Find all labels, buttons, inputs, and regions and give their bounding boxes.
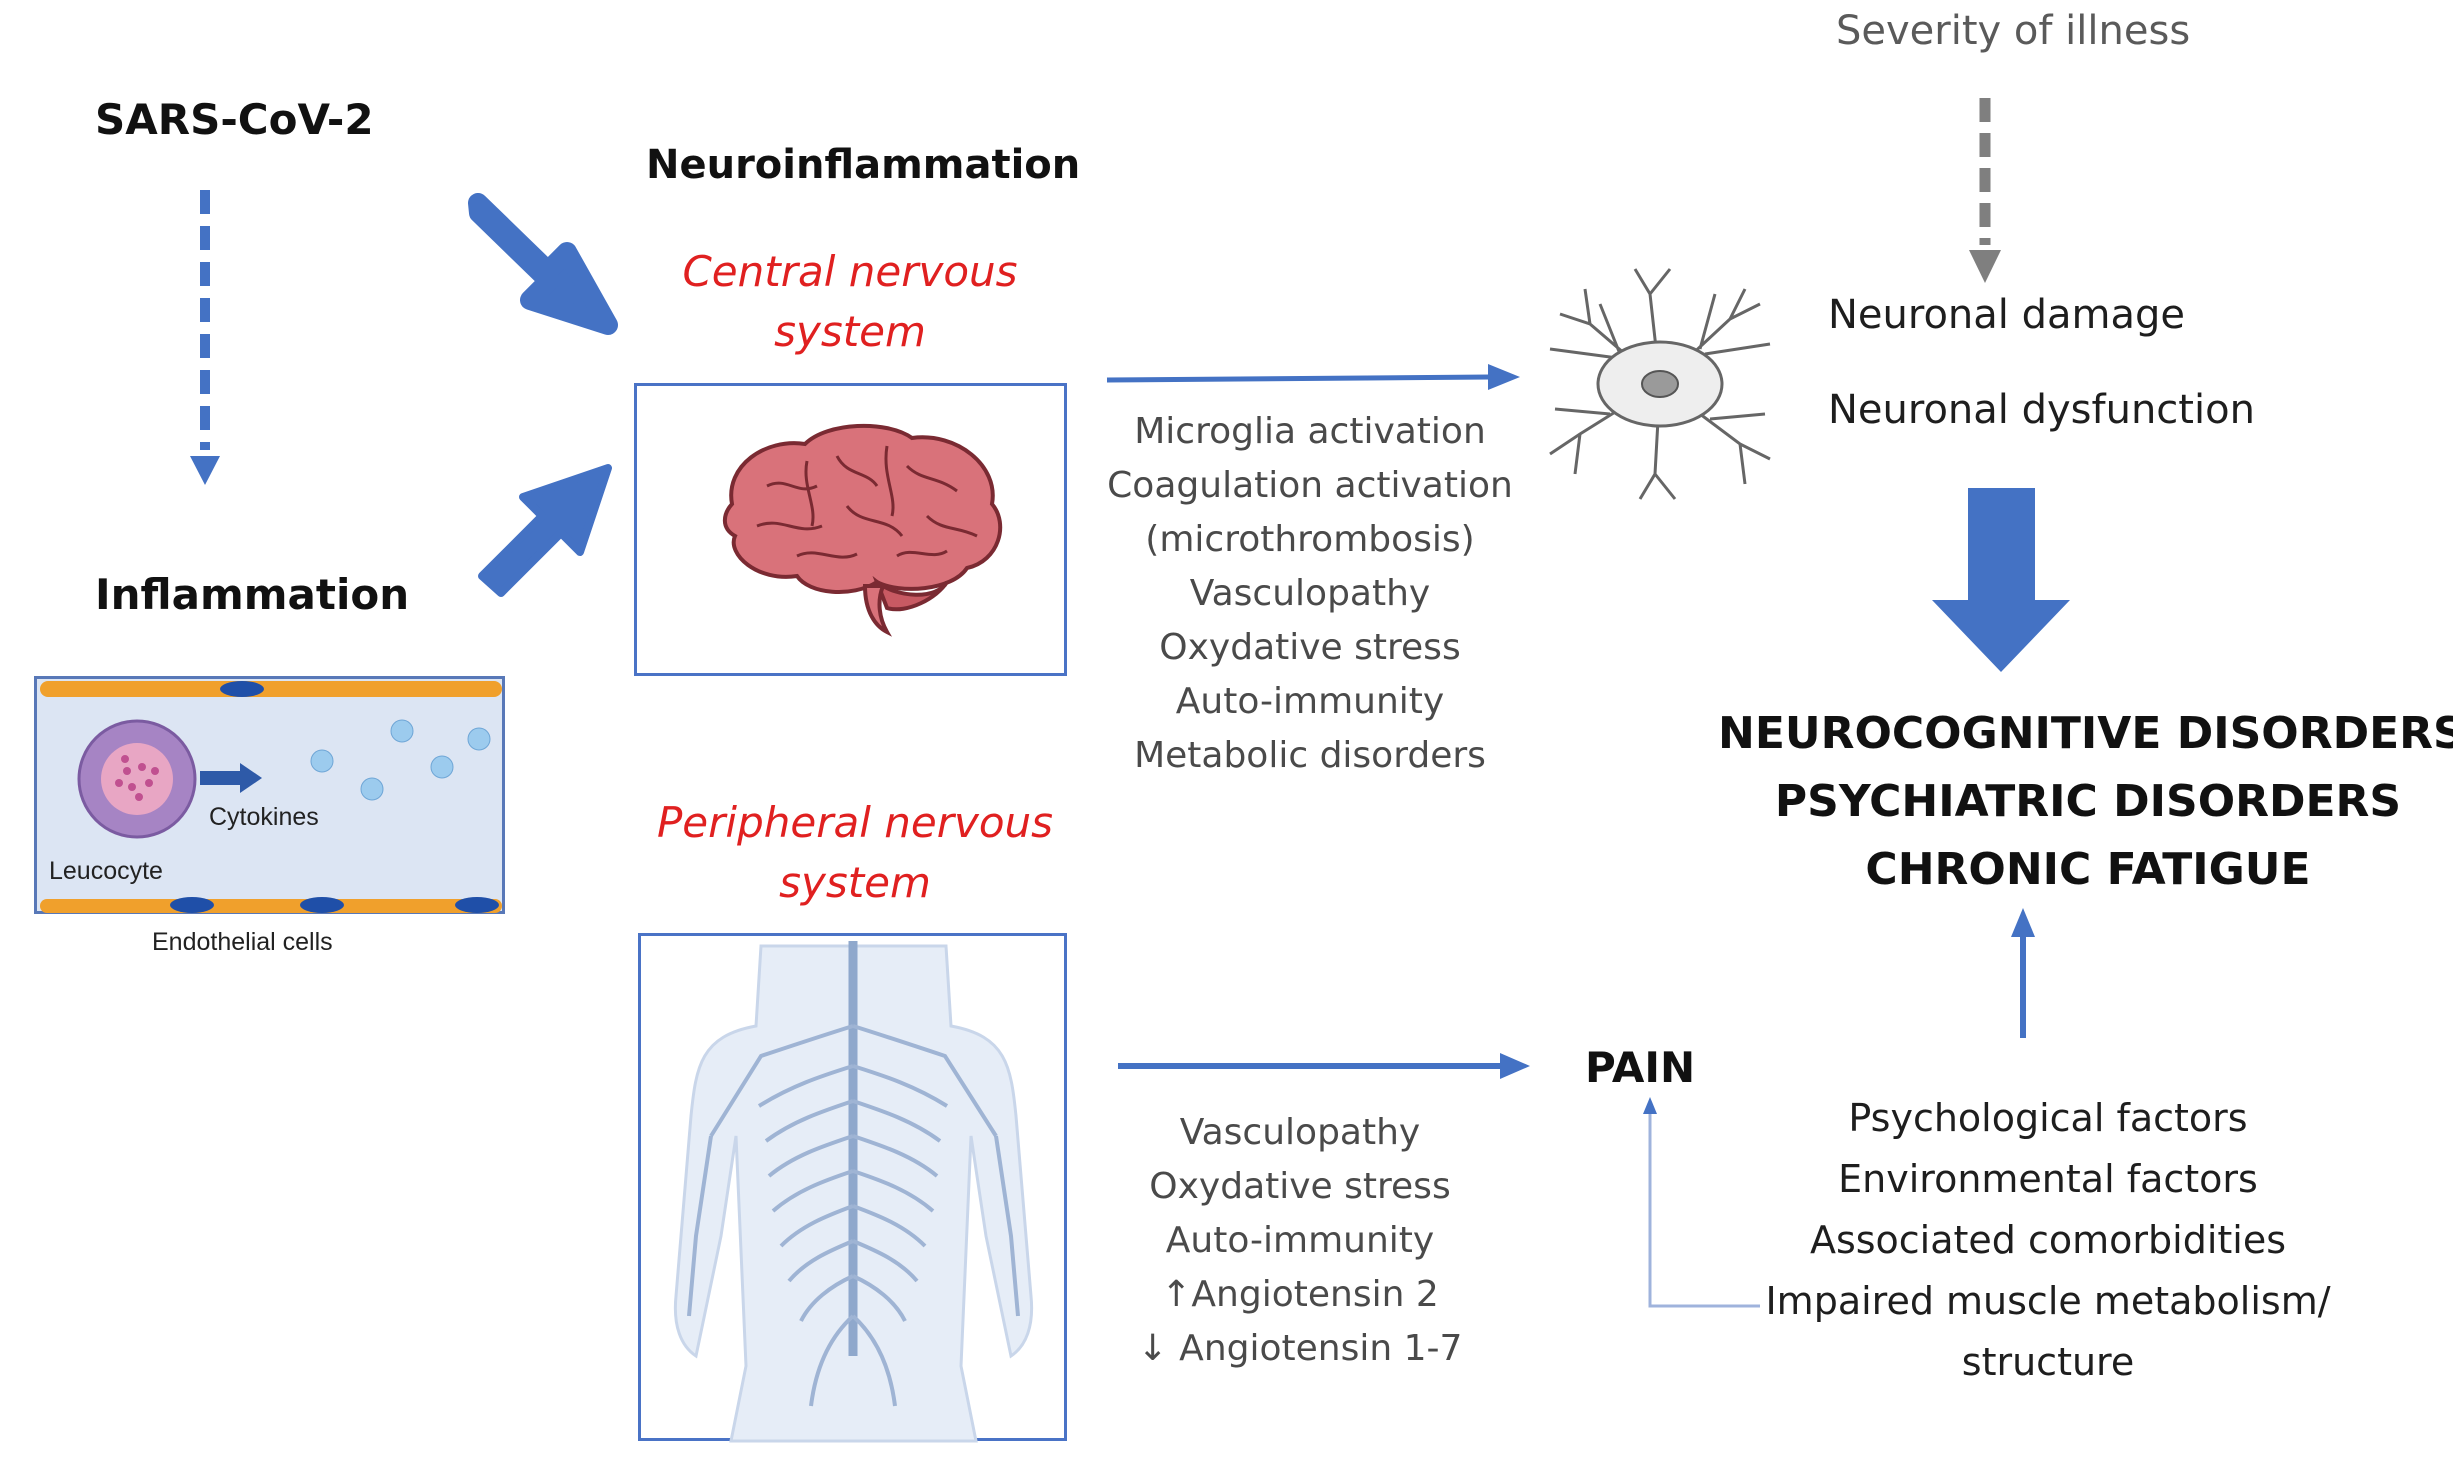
cns-mechanism-item: Oxydative stress: [1159, 627, 1461, 668]
neuronal-damage-label: Neuronal damage: [1828, 292, 2185, 338]
factors-list: Psychological factors Environmental fact…: [1728, 1088, 2368, 1393]
pns-title-line2: system: [779, 858, 931, 907]
nervous-system-icon: [673, 941, 1034, 1443]
sars-cov2-label: SARS-CoV-2: [95, 95, 374, 144]
pain-label: PAIN: [1585, 1043, 1696, 1092]
thick-arrow-sars-cns: [468, 193, 618, 335]
factor-item: Psychological factors: [1848, 1096, 2248, 1140]
cns-mechanism-item: Vasculopathy: [1189, 573, 1431, 614]
thick-arrow-inflammation-cns: [478, 464, 612, 597]
outcomes-list: NEUROCOGNITIVE DISORDERS PSYCHIATRIC DIS…: [1718, 700, 2453, 904]
blood-vessel-illustration: Leucocyte Cytokines: [34, 676, 505, 914]
arrow-head-pns-pain: [1500, 1053, 1530, 1079]
outcome-psychiatric: PSYCHIATRIC DISORDERS: [1774, 776, 2402, 827]
neuroinflammation-label: Neuroinflammation: [646, 142, 1081, 188]
endothelial-cells-label: Endothelial cells: [152, 928, 333, 956]
cns-title-line2: system: [774, 307, 926, 356]
arrow-head-factors-pain: [1643, 1097, 1657, 1114]
cytokines-label: Cytokines: [209, 803, 319, 831]
pns-title-line1: Peripheral nervous: [656, 798, 1054, 847]
factor-item: structure: [1961, 1340, 2135, 1384]
dashed-arrow-head: [190, 456, 220, 485]
pns-mechanism-item: Auto-immunity: [1165, 1220, 1435, 1261]
arrow-cns-neuron: [1106, 374, 1491, 383]
cns-mechanism-item: (microthrombosis): [1145, 519, 1475, 560]
neuronal-dysfunction-label: Neuronal dysfunction: [1828, 387, 2255, 433]
outcome-chronic-fatigue: CHRONIC FATIGUE: [1865, 844, 2311, 895]
brain-icon: [722, 423, 1003, 637]
cns-mechanisms-list: Microglia activation Coagulation activat…: [1080, 405, 1540, 783]
cns-title-line1: Central nervous: [682, 247, 1018, 296]
pns-body-box: [638, 933, 1067, 1443]
pns-mechanism-item: Oxydative stress: [1149, 1166, 1451, 1207]
factor-item: Environmental factors: [1838, 1157, 2258, 1201]
cns-mechanism-item: Auto-immunity: [1175, 681, 1445, 722]
pns-mechanism-item: Vasculopathy: [1179, 1112, 1421, 1153]
inflammation-label: Inflammation: [95, 570, 410, 619]
outcome-neurocognitive: NEUROCOGNITIVE DISORDERS: [1718, 708, 2453, 759]
cns-mechanism-item: Coagulation activation: [1107, 465, 1513, 506]
cns-mechanism-item: Microglia activation: [1134, 411, 1486, 452]
pns-mechanisms-list: Vasculopathy Oxydative stress Auto-immun…: [1090, 1106, 1510, 1376]
factor-item: Associated comorbidities: [1809, 1218, 2287, 1262]
arrow-head-cns-neuron: [1488, 364, 1520, 390]
big-down-arrow: [1932, 488, 2070, 672]
cns-title: Central nervous system: [620, 242, 1080, 362]
leucocyte-label: Leucocyte: [49, 857, 163, 885]
cns-mechanism-item: Metabolic disorders: [1134, 735, 1486, 776]
leucocyte-icon: [77, 719, 197, 839]
pns-mechanism-item: ↓ Angiotensin 1-7: [1137, 1328, 1463, 1369]
severity-arrow-head: [1969, 250, 2001, 283]
factor-item: Impaired muscle metabolism/: [1765, 1279, 2331, 1323]
neuron-icon: [1549, 268, 1771, 500]
arrow-head-factors-outcomes: [2011, 908, 2035, 937]
severity-label: Severity of illness: [1836, 8, 2191, 54]
pns-mechanism-item: ↑Angiotensin 2: [1161, 1274, 1439, 1315]
cns-brain-box: [634, 383, 1067, 676]
pns-title: Peripheral nervous system: [620, 793, 1090, 913]
elbow-arrow-factors-pain: [1648, 1112, 1760, 1308]
